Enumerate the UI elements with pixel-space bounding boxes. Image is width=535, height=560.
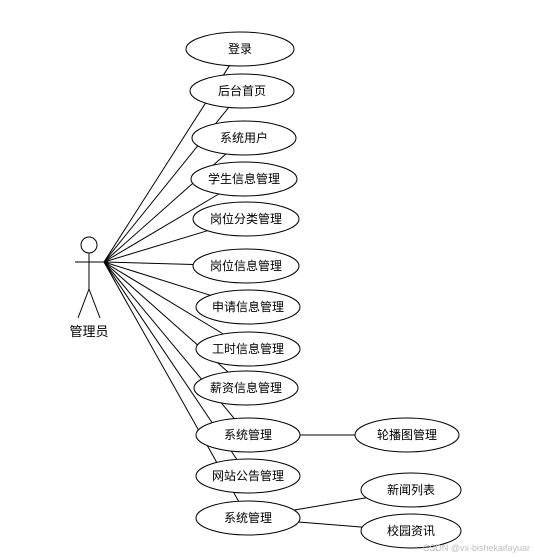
use-case-label: 薪资信息管理	[210, 380, 282, 395]
sub-use-case-label: 轮播图管理	[377, 427, 437, 442]
use-case-label: 登录	[228, 41, 252, 56]
sub-use-case-ellipse	[360, 513, 462, 549]
sub-use-case: 轮播图管理	[354, 417, 460, 453]
use-case-label: 系统管理	[224, 510, 272, 525]
use-case: 登录	[185, 31, 295, 67]
use-case-ellipse	[192, 248, 300, 284]
sub-use-case-label: 校园资讯	[387, 523, 435, 538]
sub-use-case: 新闻列表	[360, 472, 462, 508]
use-case: 岗位分类管理	[192, 201, 300, 237]
use-case: 申请信息管理	[195, 289, 301, 325]
use-case: 学生信息管理	[190, 161, 298, 197]
use-case-ellipse	[193, 370, 299, 406]
use-case: 后台首页	[189, 73, 295, 109]
use-case-label: 网站公告管理	[212, 468, 284, 483]
use-case-label: 岗位信息管理	[210, 258, 282, 273]
association-line	[103, 230, 208, 263]
association-line	[103, 261, 211, 296]
use-case-list: 登录后台首页系统用户学生信息管理岗位分类管理岗位信息管理申请信息管理工时信息管理…	[185, 31, 301, 536]
use-case-ellipse	[190, 161, 298, 197]
use-case-ellipse	[195, 289, 301, 325]
use-case: 工时信息管理	[195, 331, 301, 367]
use-case-label: 系统管理	[224, 427, 272, 442]
actor-label: 管理员	[69, 325, 108, 340]
use-case-ellipse	[191, 120, 297, 156]
include-line	[293, 497, 367, 511]
sub-use-case-ellipse	[354, 417, 460, 453]
use-case-label: 申请信息管理	[212, 299, 284, 314]
use-case-ellipse	[195, 417, 301, 453]
sub-use-case: 校园资讯	[360, 513, 462, 549]
use-case-label: 后台首页	[218, 83, 266, 98]
use-case: 系统管理	[195, 500, 301, 536]
use-case-ellipse	[195, 331, 301, 367]
use-case-label: 学生信息管理	[208, 171, 280, 186]
use-case-label: 工时信息管理	[212, 341, 284, 356]
sub-use-case-ellipse	[360, 472, 462, 508]
watermark: CSDN @vx-bishekaifayuar	[423, 543, 530, 553]
include-line	[298, 521, 363, 528]
use-case: 系统管理	[195, 417, 301, 453]
association-line	[103, 261, 240, 502]
use-case: 岗位信息管理	[192, 248, 300, 284]
actor-admin: 管理员	[69, 236, 109, 340]
use-case-label: 岗位分类管理	[210, 211, 282, 226]
use-case-ellipse	[195, 500, 301, 536]
use-case-ellipse	[189, 73, 295, 109]
association-line	[103, 261, 194, 265]
use-case-ellipse	[185, 31, 295, 67]
stick-figure-icon	[75, 236, 105, 319]
use-case-ellipse	[195, 458, 301, 494]
sub-use-case-label: 新闻列表	[387, 482, 435, 497]
use-case-label: 系统用户	[220, 130, 268, 145]
use-case: 系统用户	[191, 120, 297, 156]
use-case: 薪资信息管理	[193, 370, 299, 406]
association-line	[103, 193, 220, 263]
use-case: 网站公告管理	[195, 458, 301, 494]
association-line	[103, 261, 224, 335]
use-case-ellipse	[192, 201, 300, 237]
